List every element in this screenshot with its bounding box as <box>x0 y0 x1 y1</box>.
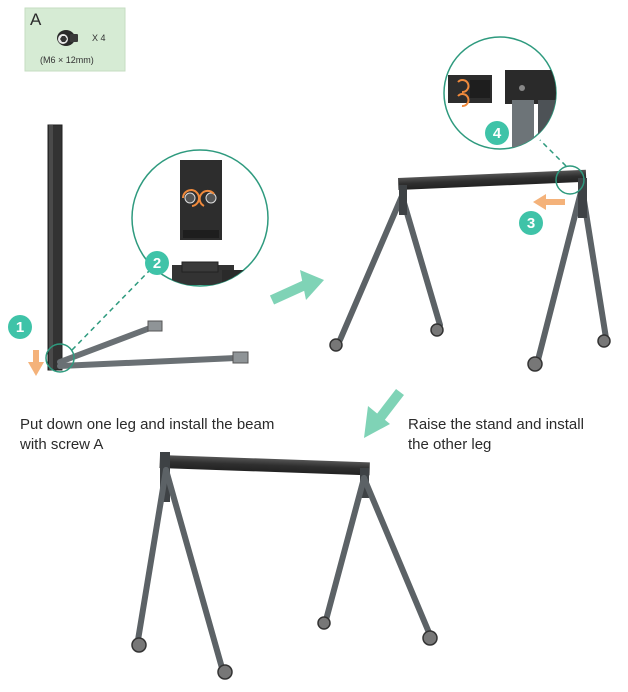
caption-raise-stand: Raise the stand and install the other le… <box>408 415 623 455</box>
step3-stand <box>329 139 611 372</box>
final-stand <box>131 452 438 680</box>
push-arrow-icon <box>28 350 44 376</box>
svg-text:4: 4 <box>493 125 502 142</box>
beam-step3 <box>398 169 587 190</box>
leg-tube-lower <box>57 355 239 369</box>
caption-install-beam: Put down one leg and install the beam wi… <box>20 415 320 455</box>
step-badge-4: 4 <box>485 121 509 145</box>
beam-final <box>159 455 370 476</box>
caption-left-line1: Put down one leg and install the beam <box>20 416 275 433</box>
step1-leg-assembly <box>45 124 249 373</box>
part-spec: (M6 × 12mm) <box>40 55 94 65</box>
svg-text:1: 1 <box>16 319 24 336</box>
zoom-line-step4 <box>539 139 567 167</box>
step-badge-3: 3 <box>519 211 543 235</box>
push-arrow-icon <box>533 194 565 210</box>
caption-right-line1: Raise the stand and install <box>408 416 584 433</box>
part-a-box: A X 4 (M6 × 12mm) <box>24 7 126 72</box>
step-badge-1: 1 <box>8 315 32 339</box>
zoom-detail-step4 <box>443 36 557 150</box>
zoom-line-step2 <box>71 269 151 351</box>
flow-arrow-icon <box>269 270 324 305</box>
highlight-circle-step3 <box>555 165 585 195</box>
svg-text:3: 3 <box>527 215 535 232</box>
flow-arrow-icon <box>364 388 404 438</box>
part-letter: A <box>30 10 42 29</box>
rotate-arrow-icon <box>457 79 470 107</box>
leg-tube-upper <box>57 325 153 365</box>
screw-icon <box>57 30 78 46</box>
highlight-circle-step1 <box>45 343 75 373</box>
caster-upper <box>147 320 163 332</box>
caption-right-line2: the other leg <box>408 436 492 453</box>
svg-text:2: 2 <box>153 255 161 272</box>
rotate-arrow-icon <box>182 189 215 207</box>
caster-lower <box>232 351 249 364</box>
part-quantity: X 4 <box>92 33 106 43</box>
caption-left-line2: with screw A <box>20 436 104 453</box>
step-badge-2: 2 <box>145 251 169 275</box>
